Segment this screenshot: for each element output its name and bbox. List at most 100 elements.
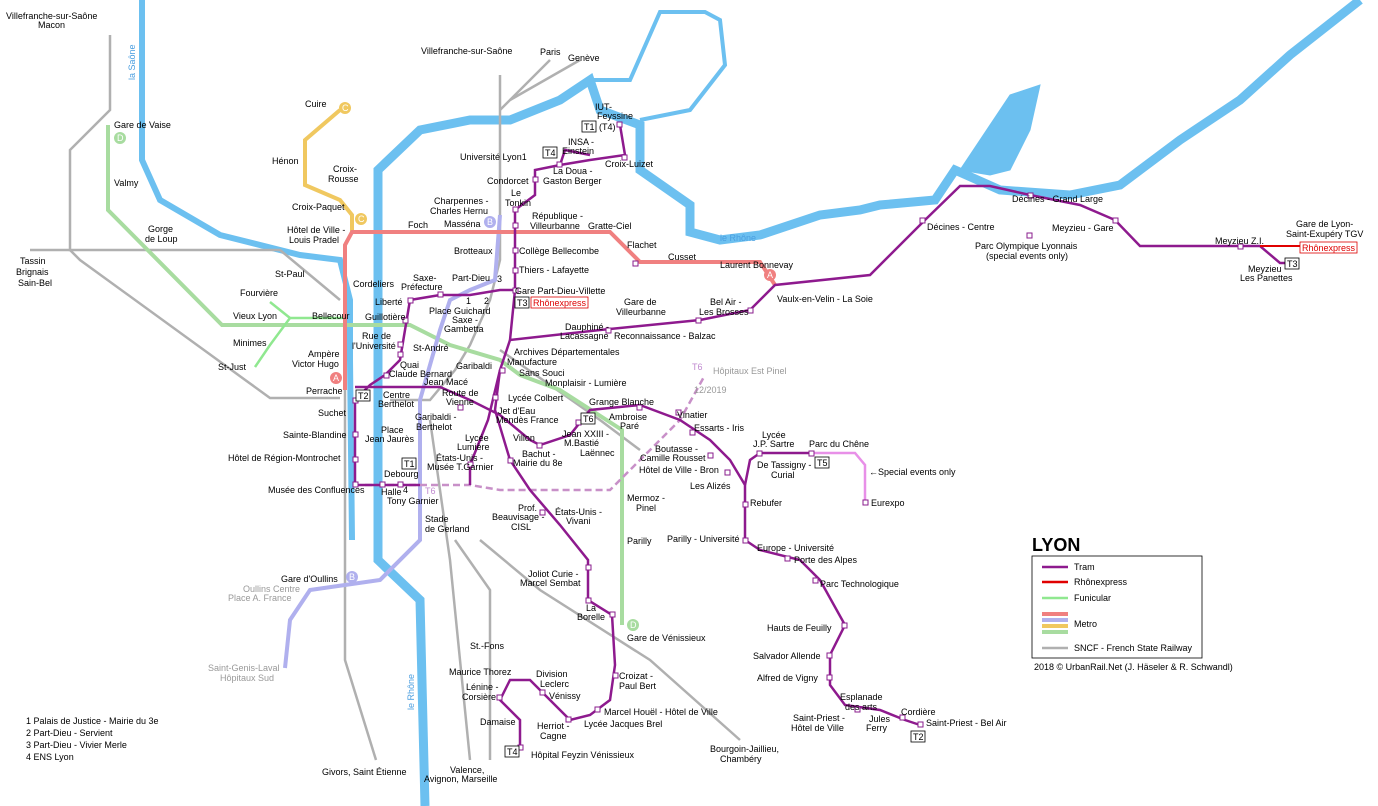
station-label: Givors, Saint Étienne xyxy=(322,767,407,777)
station-label: Paris xyxy=(540,47,561,57)
station-label: Saint-Priest - Bel Air xyxy=(926,718,1007,728)
tram-stop-marker xyxy=(457,404,464,411)
station-label: Gare de xyxy=(624,297,657,307)
station-label: Part-Dieu xyxy=(452,273,490,283)
tram-stop-marker xyxy=(826,652,833,659)
footnote-item: 4 ENS Lyon xyxy=(26,752,74,762)
station-label: Place Guichard xyxy=(429,306,491,316)
line-badge-label: T4 xyxy=(507,747,518,757)
station-label: Valence, xyxy=(450,765,484,775)
tram-stop-marker xyxy=(1237,243,1244,250)
station-label: Hénon xyxy=(272,156,299,166)
station-label: Université Lyon1 xyxy=(460,152,527,162)
station-label: Corsière xyxy=(462,692,496,702)
legend-sncf: SNCF - French State Railway xyxy=(1074,643,1193,653)
tram-stop-marker xyxy=(539,509,546,516)
station-label: Gare d'Oullins xyxy=(281,574,338,584)
station-label: Flachet xyxy=(627,240,657,250)
tram-stop-marker xyxy=(724,469,731,476)
station-label: Charpennes - xyxy=(434,196,489,206)
sncf-line-bourgoin xyxy=(479,539,741,741)
station-label: Jules xyxy=(869,714,891,724)
station-label: Paré xyxy=(620,421,639,431)
station-label: Cordière xyxy=(901,707,936,717)
station-label: Prof. xyxy=(518,503,537,513)
tram-stop-marker xyxy=(808,450,815,457)
station-label: Perrache xyxy=(306,386,343,396)
sncf-lines xyxy=(30,35,741,761)
station-label: Berthelot xyxy=(378,399,415,409)
tram-lines xyxy=(353,124,1292,748)
tram-stop-marker xyxy=(585,597,592,604)
funicular-lines xyxy=(253,301,345,368)
station-label: Cuire xyxy=(305,99,327,109)
station-label: Fourvière xyxy=(240,288,278,298)
station-label: Louis Pradel xyxy=(289,235,339,245)
station-label: St-Paul xyxy=(275,269,305,279)
tram-stop-marker xyxy=(402,317,409,324)
station-label: Gaston Berger xyxy=(543,176,602,186)
station-label: Hôtel de Région-Montrochet xyxy=(228,453,341,463)
station-label: Vienne xyxy=(446,397,474,407)
tram-stop-marker xyxy=(917,721,924,728)
station-label: Saxe- xyxy=(413,273,437,283)
sncf-line-east xyxy=(499,348,641,451)
station-label: Place xyxy=(381,425,404,435)
legend-funicular: Funicular xyxy=(1074,593,1111,603)
station-label: Minimes xyxy=(233,338,267,348)
station-label: Esplanade xyxy=(840,692,883,702)
station-label: Essarts - Iris xyxy=(694,423,745,433)
station-label: Villeurbanne xyxy=(530,221,580,231)
sncf-line-perrache-south xyxy=(343,390,378,761)
station-label: Meyzieu xyxy=(1248,264,1282,274)
station-label: Beauvisage - xyxy=(492,512,545,522)
station-label: Lycée Colbert xyxy=(508,393,564,403)
rhone-label-south: le Rhône xyxy=(406,674,416,710)
station-label: St-Just xyxy=(218,362,247,372)
tram-stop-marker xyxy=(383,372,390,379)
line-badge-label: T6 xyxy=(425,486,436,496)
station-label: Sain-Bel xyxy=(18,278,52,288)
line-badge-label: B xyxy=(487,217,493,227)
tram-stop-marker xyxy=(532,176,539,183)
tram-stop-marker xyxy=(492,394,499,401)
tram-stop-marker xyxy=(556,161,563,168)
station-label: Jean Macé xyxy=(424,377,468,387)
station-label: Claude Bernard xyxy=(389,369,452,379)
legend-metro: Metro xyxy=(1074,619,1097,629)
station-label: Archives Départementales xyxy=(514,347,620,357)
station-label: Einstein xyxy=(562,146,594,156)
station-label: Croix-Luizet xyxy=(605,159,654,169)
line-badges: T1 T4 T3 T2 T1 T6 T5 T3 T2 T4 T6 T6 Rhôn… xyxy=(355,120,1358,758)
tram-stop-marker xyxy=(612,672,619,679)
tram-stop-marker xyxy=(756,450,763,457)
station-label: Monplaisir - Lumière xyxy=(545,378,627,388)
station-label: Gare de Vénissieux xyxy=(627,633,706,643)
station-label: Croizat - xyxy=(619,671,653,681)
station-label: des arts xyxy=(845,702,878,712)
station-label: ←Special events only xyxy=(869,467,956,477)
station-label: Joliot Curie - xyxy=(528,569,579,579)
tram-stop-marker xyxy=(695,317,702,324)
line-badge-label: Rhônexpress xyxy=(533,298,587,308)
footnote-item: 2 Part-Dieu - Servient xyxy=(26,728,113,738)
station-label: Sainte-Blandine xyxy=(283,430,347,440)
station-label: Lumière xyxy=(457,442,490,452)
map-title: LYON xyxy=(1032,535,1080,555)
station-label: Lycée xyxy=(465,433,489,443)
station-label: Hôtel de Ville xyxy=(791,723,844,733)
station-label: Villefranche-sur-Saône xyxy=(6,11,97,21)
station-label: (T4) xyxy=(599,122,616,132)
tram-stop-marker xyxy=(512,287,519,294)
station-label: Victor Hugo xyxy=(292,359,339,369)
station-label: Masséna xyxy=(444,219,481,229)
station-label: Salvador Allende xyxy=(753,651,821,661)
tram-stop-marker xyxy=(512,247,519,254)
tram-stations xyxy=(352,121,1244,751)
tram-stop-marker xyxy=(397,341,404,348)
station-label: Hôpitaux Est Pinel xyxy=(713,366,787,376)
station-label: Macon xyxy=(38,20,65,30)
station-label: Hôpital Feyzin Vénissieux xyxy=(531,750,635,760)
tram-stop-marker xyxy=(594,706,601,713)
tram-stop-marker xyxy=(397,481,404,488)
